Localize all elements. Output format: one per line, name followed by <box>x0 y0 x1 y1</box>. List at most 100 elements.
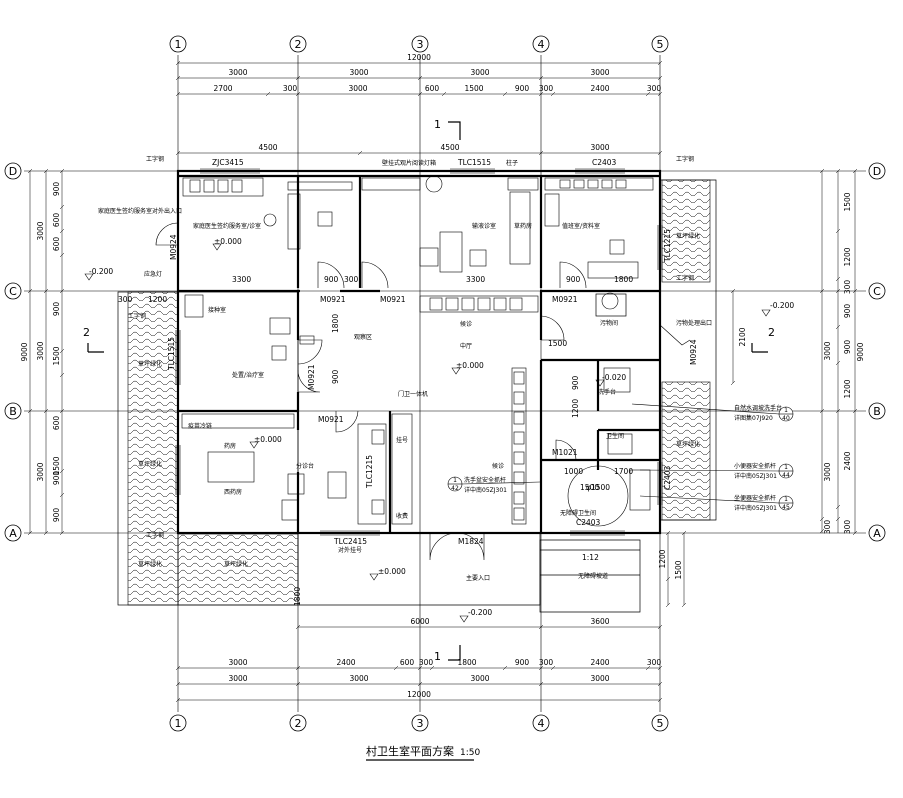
dim-top-r2-e: 1500 <box>464 84 483 93</box>
label-dir-sign: 家庭医生签约服务室对外出入口 <box>98 207 182 215</box>
label-room-treat: 处置/治疗室 <box>232 371 264 379</box>
dim-left-in-f: 600 <box>52 416 61 431</box>
callout-3-source: 详中南05ZJ301 <box>734 472 777 480</box>
callout-1-num: 1 <box>453 477 457 484</box>
drawing-scale: 1:50 <box>460 748 480 758</box>
windows <box>175 168 663 536</box>
callout-1-detail: 42 <box>451 485 459 492</box>
tag-m0921-c: M0921 <box>552 295 578 304</box>
axis-col-top-3: 3 <box>417 38 424 51</box>
dim-bot-r2-d: 300 <box>419 658 434 667</box>
axis-col-bottom-5: 5 <box>657 717 664 730</box>
dim-top-r1-d: 3000 <box>590 68 609 77</box>
dim-in-3300-b: 3300 <box>466 275 485 284</box>
level-outside: ±0.000 <box>378 567 406 576</box>
label-room-rest: 无障碍卫生间 <box>560 509 596 517</box>
dim-in-3300-a: 3300 <box>232 275 251 284</box>
dim-top-r3-a: 4500 <box>258 143 277 152</box>
dim-in-1500-b: 1500 <box>580 483 599 492</box>
level-triangles <box>84 243 771 623</box>
tag-tlc1215-right: TLC1215 <box>663 229 672 263</box>
label-room-dirt-exit: 污物处理出口 <box>676 319 712 327</box>
label-diameter: φ1500 <box>586 483 610 492</box>
label-grass-1: 草坪绿化 <box>138 360 162 368</box>
dim-top-r2-f: 900 <box>515 84 530 93</box>
label-room-waiting: 候诊 <box>460 320 472 328</box>
label-room-duty: 值班室/资料室 <box>562 222 600 230</box>
label-out-reg: 对外挂号 <box>338 546 362 554</box>
dim-in-1200-b: 1200 <box>571 399 580 418</box>
dim-bot-total: 12000 <box>407 690 431 699</box>
tag-tlc1515-left: TLC1515 <box>167 337 176 371</box>
callout-4-source: 详中南05ZJ301 <box>734 504 777 512</box>
dim-right-total: 9000 <box>856 342 865 361</box>
label-room-vacc: 接种室 <box>208 306 226 314</box>
label-entrance: 主要入口 <box>466 574 490 582</box>
label-guard-4: 工字钢 <box>676 274 694 282</box>
dim-bot-r3-a: 3000 <box>228 674 247 683</box>
label-room-toilet: 卫生间 <box>606 432 624 440</box>
dim-right-in-a: 2100 <box>738 327 747 346</box>
dim-in-900-b: 900 <box>566 275 581 284</box>
axis-row-left-b: B <box>9 405 17 418</box>
dim-top-total: 12000 <box>407 53 431 62</box>
dim-bot-r2-c: 600 <box>400 658 415 667</box>
dim-right-in-b: 3000 <box>823 341 832 360</box>
dim-top-r2-g: 300 <box>539 84 554 93</box>
axis-col-top-1: 1 <box>175 38 182 51</box>
dim-in-900-c: 900 <box>331 369 340 384</box>
callout-3-title: 小便器安全抓杆 <box>734 462 776 470</box>
dim-bot-r3-c: 3000 <box>470 674 489 683</box>
dim-in-300-a: 300 <box>118 295 133 304</box>
label-grass-6: 草坪绿化 <box>676 440 700 448</box>
dim-bot-r2-i: 300 <box>647 658 662 667</box>
label-room-reg: 挂号 <box>396 436 408 444</box>
level-wash: -0.020 <box>602 373 626 382</box>
label-door-sign: 疫苗冷链 <box>188 422 212 430</box>
tag-tlc2415: TLC2415 <box>333 537 367 546</box>
section-mark-bottom: 1 <box>434 650 441 663</box>
callout-3-num: 1 <box>784 464 788 471</box>
dim-top-r1-b: 3000 <box>349 68 368 77</box>
axis-row-left-d: D <box>9 165 17 178</box>
label-room-triage: 分诊台 <box>296 462 314 470</box>
level-south: -0.200 <box>468 608 492 617</box>
dim-right-mid-e: 900 <box>843 340 852 355</box>
axis-col-bottom-3: 3 <box>417 717 424 730</box>
callout-2-num: 1 <box>784 407 788 414</box>
dim-left-in-c: 600 <box>52 237 61 252</box>
dim-bot-r2-g: 300 <box>539 658 554 667</box>
label-grass-2: 草坪绿化 <box>138 460 162 468</box>
dim-in-300-b: 300 <box>344 275 359 284</box>
dim-right-in-c: 3000 <box>823 462 832 481</box>
level-west: -0.200 <box>89 267 113 276</box>
dim-right-in-d: 300 <box>823 520 832 535</box>
tag-m0921-e: M0921 <box>307 364 316 390</box>
label-room-consult: 输液诊室 <box>472 222 496 230</box>
axis-row-right-a: A <box>873 527 881 540</box>
label-room-medical: 观察区 <box>354 333 372 341</box>
dim-left-mid-a: 3000 <box>36 221 45 240</box>
dim-right-mid-b: 1200 <box>843 247 852 266</box>
axis-col-top-2: 2 <box>295 38 302 51</box>
dim-bot-r2-b: 2400 <box>336 658 355 667</box>
doors <box>155 222 691 561</box>
label-guard-1: 工字钢 <box>146 155 164 163</box>
label-grass-5: 草坪绿化 <box>676 232 700 240</box>
tag-m1824: M1824 <box>458 537 484 546</box>
dim-in-1000: 1000 <box>564 467 583 476</box>
callout-3-detail: 44 <box>782 472 790 479</box>
label-room-herb: 草药房 <box>514 222 532 230</box>
callout-1-source: 详中南05ZJ301 <box>464 486 507 494</box>
label-room-cash: 收费 <box>396 512 408 520</box>
label-room-wash: 洗手台 <box>598 388 616 396</box>
drawing-title: 村卫生室平面方案 <box>366 744 454 758</box>
dim-left-mid-b: 3000 <box>36 341 45 360</box>
axis-col-top-4: 4 <box>538 38 545 51</box>
dim-bot-r3-d: 3000 <box>590 674 609 683</box>
section-mark-top: 1 <box>434 118 441 131</box>
level-lobby: ±0.000 <box>456 361 484 370</box>
furniture <box>181 175 654 527</box>
label-shelf: 壁挂式观片阅读灯箱 <box>382 159 436 167</box>
